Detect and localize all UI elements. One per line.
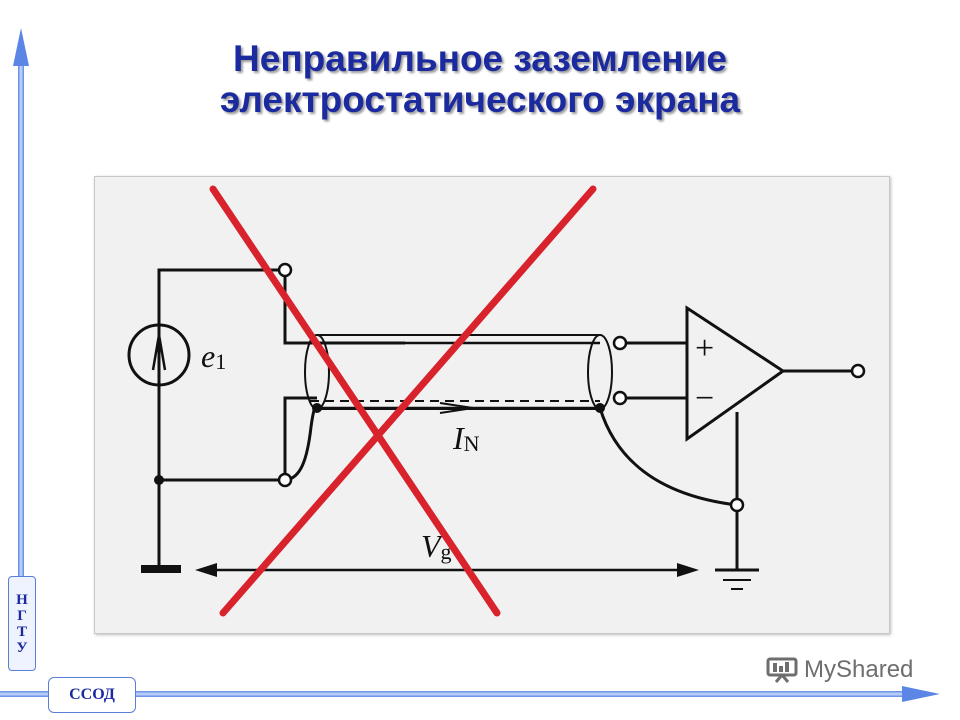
diagram-panel: + − e1 IN Vg [94, 176, 890, 634]
slide-title: Неправильное заземление электростатическ… [0, 38, 960, 120]
footer-label[interactable]: ССОД [48, 677, 136, 713]
terminal-bottom-left [277, 472, 293, 488]
ground-plate-left [141, 565, 181, 573]
node-cable-right [595, 403, 605, 413]
terminal-amp-minus [612, 390, 628, 406]
voltage-label: Vg [421, 528, 452, 564]
op-amp-minus: − [695, 380, 714, 417]
circuit-diagram: + − e1 IN Vg [127, 185, 866, 617]
wire-source-top [157, 268, 285, 477]
current-arrow [439, 402, 474, 414]
voltage-source-circle [127, 323, 191, 387]
vg-arrowhead-left [195, 563, 217, 577]
terminal-top-left [277, 262, 293, 278]
wire-upper-input [283, 270, 405, 345]
logo-letter: Г [17, 607, 27, 624]
vg-arrowhead-right [677, 563, 699, 577]
presentation-icon [766, 657, 798, 683]
horizontal-arrow [0, 686, 940, 702]
logo-letter: У [16, 639, 28, 656]
current-label: IN [452, 420, 480, 456]
voltage-source-arrow [151, 334, 167, 371]
node-source-bottom [154, 475, 164, 485]
wire-lower-input [283, 396, 317, 480]
node-cable-left [312, 403, 322, 413]
title-line-2: электростатического экрана [219, 79, 741, 120]
cross-line-2 [219, 185, 597, 617]
op-amp-plus: + [695, 330, 714, 367]
logo-letter: Н [16, 591, 28, 608]
logo-letter: Т [16, 623, 27, 640]
university-logo: Н Г Т У [8, 576, 36, 671]
title-line-1: Неправильное заземление [233, 38, 727, 79]
terminal-ground-node [729, 497, 745, 513]
shield-right-end [587, 334, 613, 410]
watermark-text: MyShared [804, 656, 914, 683]
terminal-output [850, 363, 866, 379]
cross-line-1 [209, 185, 501, 617]
wire-shield-to-ground [598, 407, 738, 507]
watermark: MyShared [766, 656, 913, 684]
wire-lower-bend [286, 403, 318, 482]
op-amp-triangle [685, 305, 786, 442]
terminal-amp-plus [612, 335, 628, 351]
source-label: e1 [201, 338, 226, 374]
